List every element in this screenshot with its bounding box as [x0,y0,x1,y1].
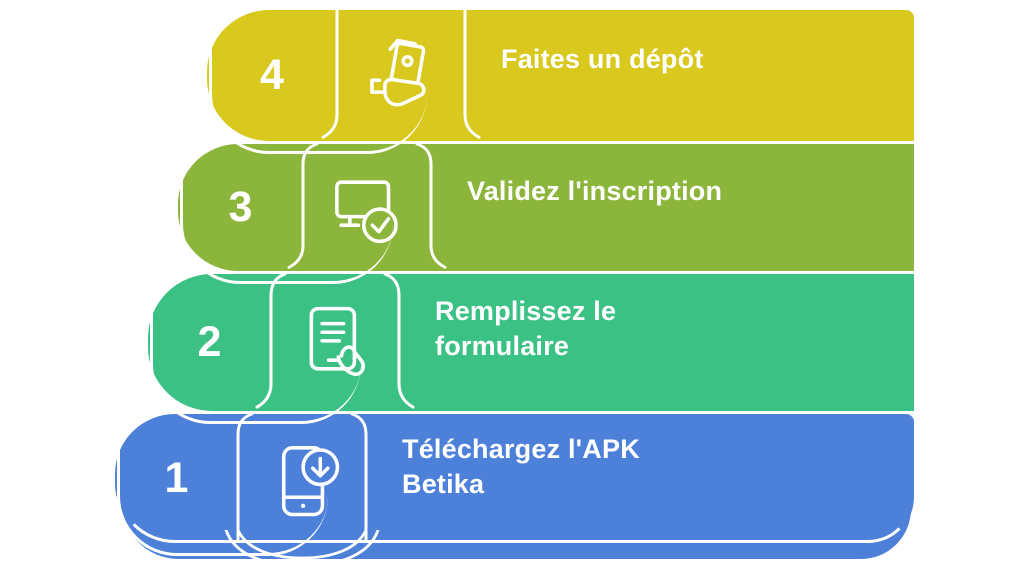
step-number-pill: 4 [207,10,337,141]
step-label: Remplissez le formulaire [435,296,617,361]
step-label: Faites un dépôt [501,44,704,74]
hand-cash-icon [337,10,465,141]
step-number: 1 [164,454,189,502]
step-row-2: 2 Remplissez le formulaire [148,274,914,424]
form-hand-icon [271,274,399,411]
monitor-check-icon [303,144,431,271]
step-number: 3 [228,183,253,231]
step-number-pill: 1 [115,414,238,543]
step-number-pill: 3 [178,144,303,271]
step-number: 2 [197,318,222,366]
step-row-4: 4 Faites un dépôt [207,10,914,154]
step-number-pill: 2 [148,274,271,411]
step-row-3: 3 Validez l'inscription [178,144,914,284]
step-label: Validez l'inscription [467,176,723,206]
step-row-1: 1 Téléchargez l'APK Betika [115,414,914,568]
step-label: Téléchargez l'APK Betika [402,434,640,499]
phone-download-icon [238,414,366,543]
step-number: 4 [260,51,284,99]
